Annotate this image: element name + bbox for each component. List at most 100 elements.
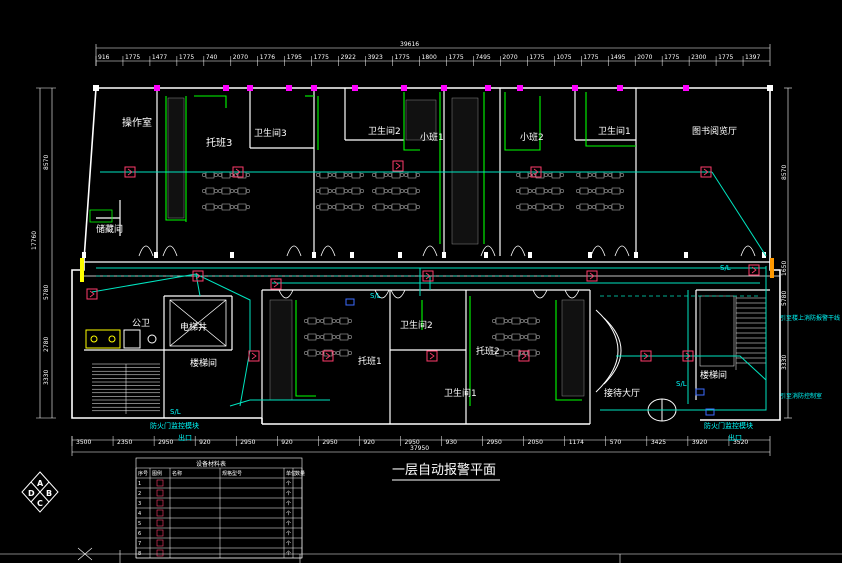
chair	[245, 172, 251, 178]
room-label-nursery1: 托班1	[358, 355, 382, 367]
logo-letter-a: A	[37, 479, 44, 488]
table	[611, 171, 621, 179]
door-arc	[138, 245, 154, 257]
right-dimensions	[784, 87, 792, 419]
top-dim-label: 1477	[152, 54, 167, 61]
top-dim-label: 2070	[233, 54, 248, 61]
drawing-title: 一层自动报警平面	[392, 462, 496, 478]
left-dim-label: 8570	[43, 155, 50, 170]
top-dim-label: 3923	[368, 54, 383, 61]
chair	[383, 188, 389, 194]
table	[351, 187, 361, 195]
chair	[531, 188, 537, 194]
chair	[547, 188, 553, 194]
chair	[591, 204, 597, 210]
left-dim-label: 17760	[31, 231, 38, 250]
bottom-dim-label: 2050	[528, 439, 543, 446]
bottom-dim-label: 930	[446, 439, 458, 446]
chair	[591, 172, 597, 178]
chair	[547, 204, 553, 210]
chair	[347, 350, 353, 356]
chair	[233, 204, 239, 210]
table	[221, 187, 231, 195]
column-marker	[683, 85, 689, 91]
column-marker	[286, 85, 292, 91]
left-dim-label: 2780	[43, 337, 50, 352]
legend-cell: 个	[286, 511, 291, 517]
legend-cell: 6	[138, 531, 141, 537]
table	[307, 333, 317, 341]
chair	[315, 204, 321, 210]
chair	[383, 172, 389, 178]
room-label-library: 图书阅览厅	[692, 125, 737, 137]
smoke-detector-icon	[748, 264, 760, 276]
top-dim-label: 1795	[287, 54, 302, 61]
smoke-detectors	[86, 160, 760, 416]
green-walls-top	[165, 92, 636, 244]
corridor-column	[634, 252, 638, 258]
sl-label-4: S/L	[170, 408, 181, 416]
chair	[319, 334, 325, 340]
module-icon	[705, 408, 715, 416]
chair	[331, 204, 337, 210]
table	[595, 171, 605, 179]
column-marker	[401, 85, 407, 91]
door-arc	[278, 289, 294, 299]
top-dim-label: 1800	[422, 54, 437, 61]
room-label-nursery3: 托班3	[206, 136, 232, 149]
right-dim-label: 5780	[781, 291, 788, 306]
chair	[491, 334, 497, 340]
room-label-nursery2: 托班2	[476, 345, 500, 357]
legend-cell: 数量	[295, 470, 305, 477]
chair	[415, 172, 421, 178]
storage-cabinets	[89, 209, 113, 223]
sl-label-1: S/L	[720, 264, 731, 272]
chair	[315, 334, 321, 340]
legend-symbol-icon	[156, 489, 164, 497]
chair	[217, 188, 223, 194]
table	[579, 203, 589, 211]
bottom-dim-label: 2350	[117, 439, 132, 446]
logo-letter-c: C	[37, 499, 43, 508]
chair	[415, 204, 421, 210]
green-walls-bottom	[295, 296, 582, 406]
table	[237, 187, 247, 195]
table	[319, 171, 329, 179]
entrance-marker-left	[80, 258, 84, 282]
room-label-stair-right: 楼梯间	[700, 369, 727, 381]
column-marker	[572, 85, 578, 91]
top-dim-label: 1775	[395, 54, 410, 61]
chair	[343, 204, 349, 210]
smoke-detector-icon	[530, 166, 542, 178]
logo-letter-b: B	[46, 489, 52, 498]
legend-symbol-icon	[156, 509, 164, 517]
table	[351, 171, 361, 179]
chair	[543, 172, 549, 178]
chair	[245, 204, 251, 210]
table	[407, 171, 417, 179]
smoke-detector-glyph	[89, 290, 95, 298]
chair	[229, 188, 235, 194]
chair	[201, 172, 207, 178]
logo-letter-d: D	[28, 489, 35, 498]
room-label-lobby: 接待大厅	[604, 387, 640, 399]
door-arc	[614, 245, 630, 257]
total-dimension-bottom: 37950	[410, 445, 429, 452]
bottom-dim-label: 3920	[692, 439, 707, 446]
door-arc	[390, 289, 406, 299]
chair	[587, 204, 593, 210]
room-label-storage: 储藏间	[96, 223, 123, 235]
column-marker	[617, 85, 623, 91]
column-marker	[247, 85, 253, 91]
column-marker	[485, 85, 491, 91]
table	[595, 203, 605, 211]
legend-symbol-icon	[156, 539, 164, 547]
chair	[213, 188, 219, 194]
table	[407, 187, 417, 195]
chair	[319, 318, 325, 324]
outer-walls	[71, 87, 781, 425]
column-marker	[352, 85, 358, 91]
smoke-detector-glyph	[251, 352, 257, 360]
